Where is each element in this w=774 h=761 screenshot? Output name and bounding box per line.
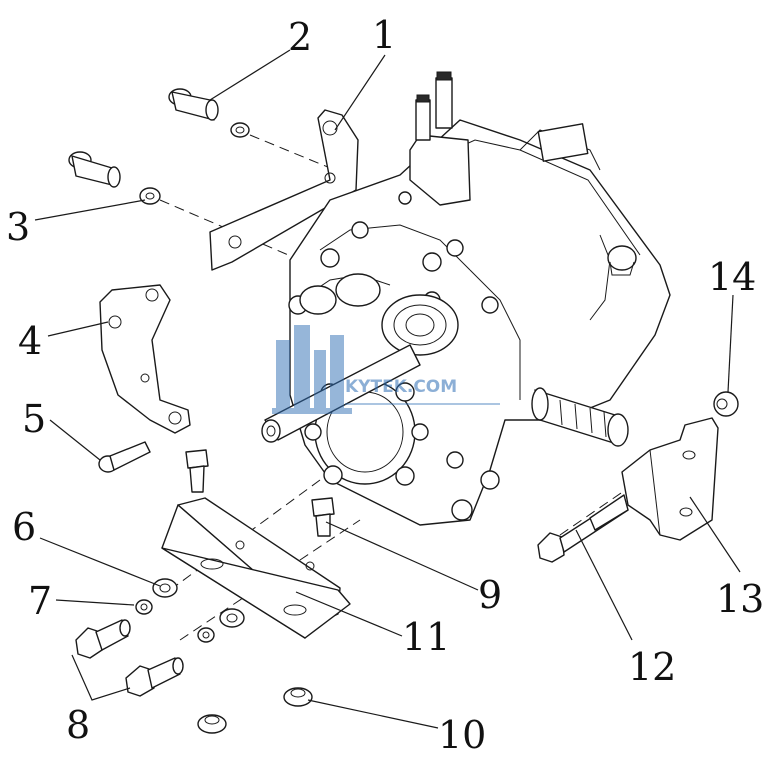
washer-6 bbox=[152, 578, 178, 598]
right-bracket bbox=[621, 417, 719, 541]
callout-5: 5 bbox=[22, 397, 46, 441]
nut-14 bbox=[713, 391, 739, 417]
lock-washer-7 bbox=[135, 599, 215, 643]
callout-9: 9 bbox=[478, 573, 502, 617]
callout-4: 4 bbox=[18, 319, 42, 363]
callout-10: 10 bbox=[438, 713, 486, 757]
side-bracket bbox=[99, 284, 191, 434]
long-bolt-12 bbox=[537, 494, 629, 563]
output-shaft bbox=[531, 387, 629, 447]
callout-2: 2 bbox=[288, 15, 312, 59]
watermark: KYTEK.COM bbox=[272, 325, 500, 414]
callout-8: 8 bbox=[66, 703, 90, 747]
callout-3: 3 bbox=[6, 205, 30, 249]
bearing-housing bbox=[381, 294, 459, 356]
callout-1: 1 bbox=[372, 13, 396, 57]
callout-11: 11 bbox=[402, 615, 450, 659]
bolt-upper bbox=[168, 88, 250, 138]
bolt-with-washer bbox=[68, 151, 161, 205]
top-right-cap bbox=[607, 245, 637, 276]
callout-7: 7 bbox=[28, 579, 52, 623]
flange-nuts-10 bbox=[197, 687, 313, 734]
callout-12: 12 bbox=[628, 645, 676, 689]
washer-lower bbox=[219, 608, 245, 628]
leader-lines bbox=[34, 49, 741, 729]
watermark-text: KYTEK.COM bbox=[345, 377, 457, 397]
callout-6: 6 bbox=[12, 505, 36, 549]
lower-u-bracket bbox=[161, 497, 351, 639]
loose-bolt bbox=[185, 449, 209, 493]
callout-14: 14 bbox=[708, 255, 756, 299]
city-skyline-icon bbox=[272, 325, 352, 414]
callout-13: 13 bbox=[716, 577, 764, 621]
upper-flange bbox=[288, 191, 499, 315]
bolt-9 bbox=[311, 497, 335, 537]
callout-labels: 1 2 3 4 5 6 7 8 9 10 11 12 13 14 bbox=[6, 13, 764, 757]
upper-mounting-bracket bbox=[209, 109, 359, 271]
hex-bolts-8 bbox=[75, 619, 184, 697]
flange-bolt-5 bbox=[98, 441, 151, 473]
